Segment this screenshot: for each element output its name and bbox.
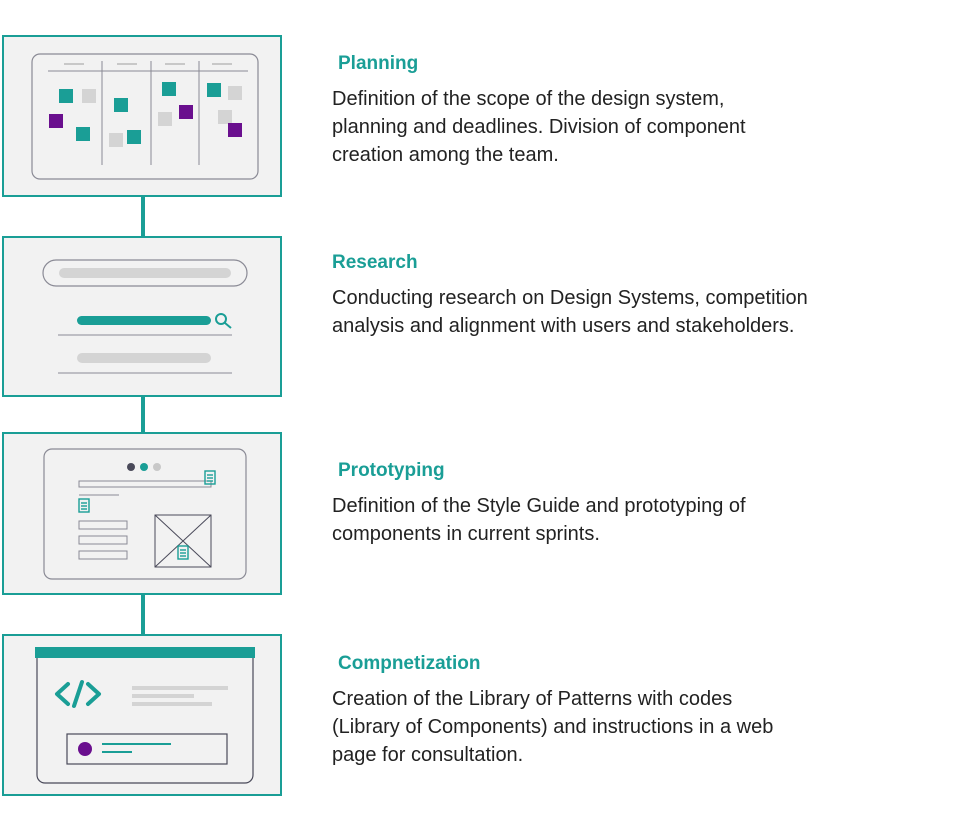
step-componentization: Compnetization Creation of the Library o…: [332, 653, 858, 769]
step-description: Definition of the Style Guide and protot…: [332, 495, 746, 545]
step-prototyping: Prototyping Definition of the Style Guid…: [332, 460, 858, 548]
step-planning: Planning Definition of the scope of the …: [332, 53, 858, 169]
connector-line: [141, 396, 145, 434]
connector-line: [141, 196, 145, 238]
componentization-card: [2, 634, 282, 796]
step-title: Compnetization: [338, 653, 481, 674]
step-description: Definition of the scope of the design sy…: [332, 88, 746, 166]
step-title: Prototyping: [338, 460, 445, 481]
step-description: Creation of the Library of Patterns with…: [332, 688, 774, 766]
prototyping-card: [2, 432, 282, 595]
step-description: Conducting research on Design Systems, c…: [332, 287, 808, 337]
code-window-icon: [35, 647, 255, 784]
kanban-board-icon: [31, 53, 259, 180]
wireframe-icon: [43, 448, 247, 580]
step-research: Research Conducting research on Design S…: [332, 252, 852, 340]
step-title: Planning: [338, 53, 419, 74]
connector-line: [141, 594, 145, 636]
planning-card: [2, 35, 282, 197]
step-title: Research: [332, 252, 418, 273]
search-results-icon: [42, 259, 248, 374]
research-card: [2, 236, 282, 397]
